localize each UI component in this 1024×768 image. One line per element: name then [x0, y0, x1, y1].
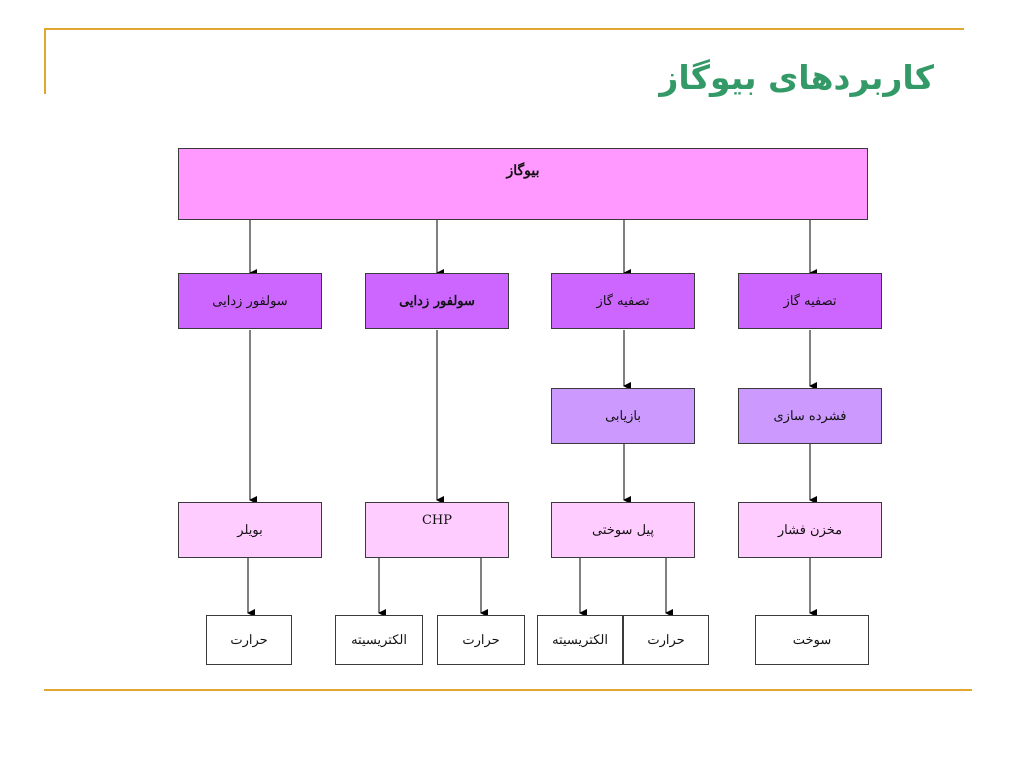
leaf-label: سوخت	[792, 632, 832, 648]
node-boiler: بویلر	[178, 502, 322, 558]
node-desulfurization-1: سولفور زدایی	[178, 273, 322, 329]
node-label: پیل سوختی	[592, 522, 654, 538]
node-label: بازیابی	[605, 408, 641, 424]
node-label: تصفیه گاز	[783, 293, 837, 309]
node-recovery: بازیابی	[551, 388, 695, 444]
header-rule	[44, 28, 964, 30]
leaf-heat-3: حرارت	[623, 615, 709, 665]
leaf-label: الکتریسیته	[552, 632, 608, 648]
header-side-rule	[44, 28, 46, 94]
node-compression: فشرده سازی	[738, 388, 882, 444]
node-label: بویلر	[237, 522, 263, 538]
node-fuel-cell: پیل سوختی	[551, 502, 695, 558]
node-label: فشرده سازی	[773, 408, 847, 424]
leaf-electricity-2: الکتریسیته	[537, 615, 623, 665]
leaf-label: الکتریسیته	[351, 632, 407, 648]
node-gas-purification-1: تصفیه گاز	[551, 273, 695, 329]
node-label: سولفور زدایی	[399, 293, 475, 309]
footer-rule	[44, 689, 972, 691]
node-label: CHP	[421, 513, 453, 528]
leaf-label: حرارت	[230, 632, 268, 648]
slide-title: کاربردهای بیوگاز	[659, 58, 934, 97]
leaf-electricity-1: الکتریسیته	[335, 615, 423, 665]
leaf-heat-2: حرارت	[437, 615, 525, 665]
node-label: سولفور زدایی	[212, 293, 288, 309]
node-label: مخزن فشار	[777, 522, 843, 538]
node-biogas-label: بیوگاز	[506, 163, 540, 179]
node-biogas: بیوگاز	[178, 148, 868, 220]
leaf-fuel: سوخت	[755, 615, 869, 665]
node-desulfurization-2: سولفور زدایی	[365, 273, 509, 329]
leaf-label: حرارت	[647, 632, 685, 648]
node-gas-purification-2: تصفیه گاز	[738, 273, 882, 329]
node-chp: CHP	[365, 502, 509, 558]
node-label: تصفیه گاز	[596, 293, 650, 309]
leaf-label: حرارت	[462, 632, 500, 648]
leaf-heat-1: حرارت	[206, 615, 292, 665]
node-pressure-tank: مخزن فشار	[738, 502, 882, 558]
